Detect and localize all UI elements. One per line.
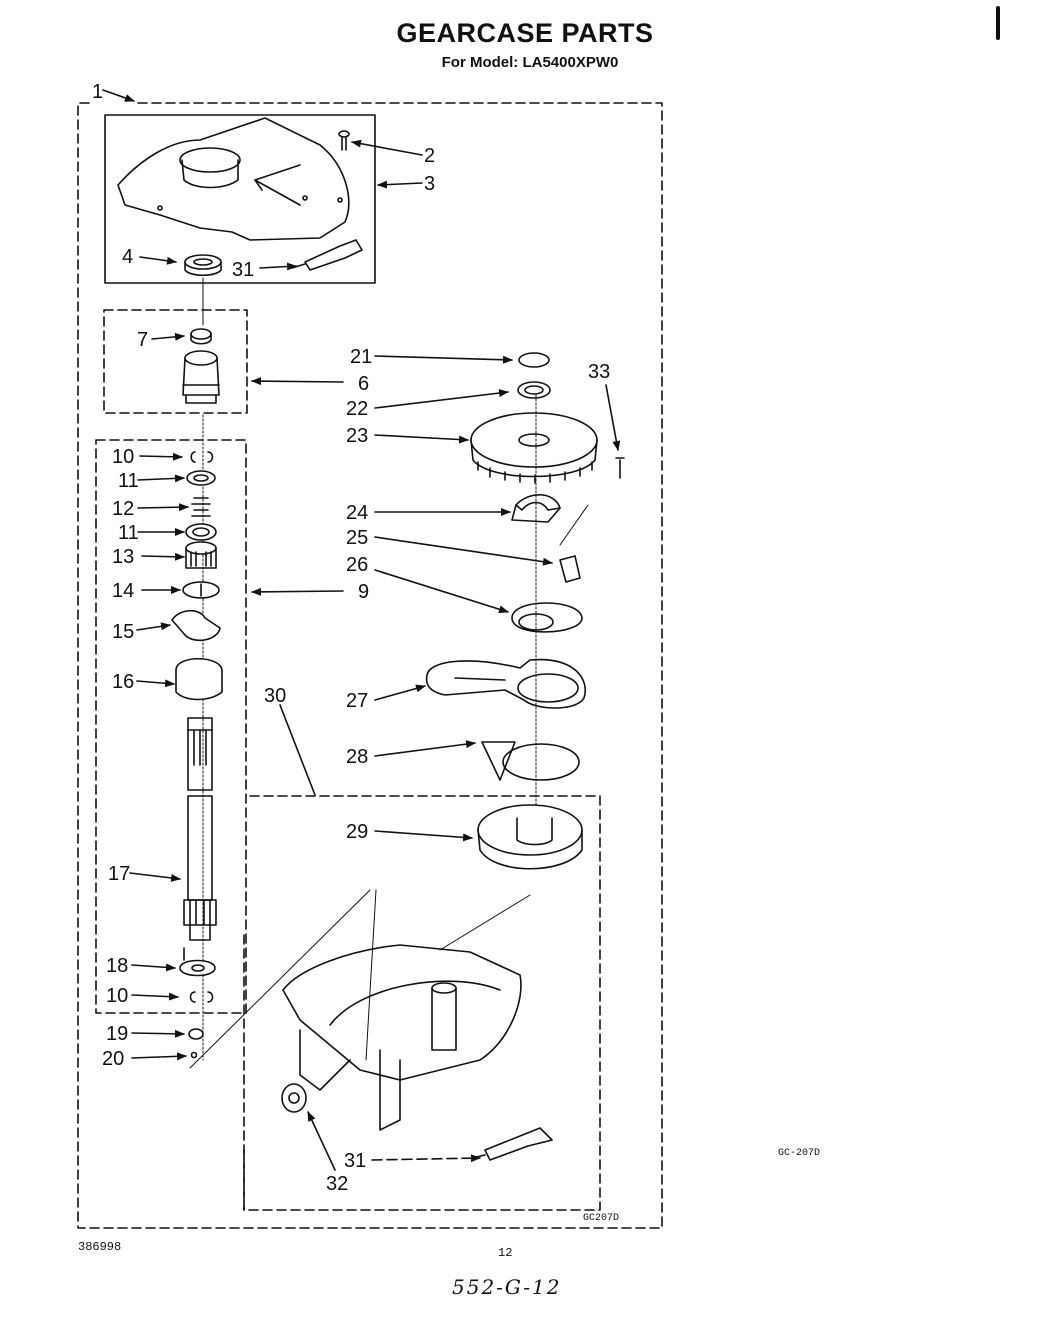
doc-number: 386998 xyxy=(78,1240,122,1254)
leader-line xyxy=(189,889,371,1069)
callout-11b: 11 xyxy=(118,522,139,544)
callout-24: 24 xyxy=(346,502,368,524)
callout-25: 25 xyxy=(346,527,368,549)
handwritten-note: 552-G-12 xyxy=(452,1275,562,1299)
callout-15: 15 xyxy=(112,621,134,643)
callout-4: 4 xyxy=(122,246,133,268)
callout-22: 22 xyxy=(346,398,368,420)
callout-14: 14 xyxy=(112,580,134,602)
drawing-code-inner: GC207D xyxy=(583,1213,619,1224)
callout-10a: 10 xyxy=(112,446,134,468)
callout-30: 30 xyxy=(264,685,286,707)
page-title: GEARCASE PARTS xyxy=(396,18,654,48)
group-30-box xyxy=(243,795,601,1211)
callout-27: 27 xyxy=(346,690,368,712)
callout-31b: 31 xyxy=(344,1150,366,1172)
grease-tube-part xyxy=(291,239,363,271)
callout-13: 13 xyxy=(112,546,134,568)
page-subtitle: For Model: LA5400XPW0 xyxy=(441,54,619,71)
callout-28: 28 xyxy=(346,746,368,768)
coupling-part xyxy=(182,328,220,404)
callout-16: 16 xyxy=(112,671,134,693)
callout-26: 26 xyxy=(346,554,368,576)
assembly-boundary xyxy=(77,102,663,1229)
callout-17: 17 xyxy=(108,863,130,885)
callout-20: 20 xyxy=(102,1048,124,1070)
callout-1-arrow xyxy=(102,89,135,102)
group-6-box xyxy=(103,309,248,414)
lower-gearcase-parts xyxy=(281,804,583,1161)
callout-33: 33 xyxy=(588,361,610,383)
callout-12: 12 xyxy=(112,498,134,520)
callout-3: 3 xyxy=(424,173,435,195)
callout-1: 1 xyxy=(92,81,103,103)
callout-labels: 1 2 3 4 31 7 6 21 22 23 33 10 11 12 11 1… xyxy=(92,81,820,1224)
shaft-stack-parts xyxy=(171,451,223,1059)
callout-32: 32 xyxy=(326,1173,348,1195)
callout-19: 19 xyxy=(106,1023,128,1045)
callout-9: 9 xyxy=(358,581,369,603)
gearcase-cover xyxy=(117,117,350,241)
callout-18: 18 xyxy=(106,955,128,977)
callout-31a: 31 xyxy=(232,259,254,281)
callout-7: 7 xyxy=(137,329,148,351)
drawing-code-outer: GC-207D xyxy=(778,1148,820,1159)
cover-box xyxy=(104,114,376,284)
callout-2: 2 xyxy=(424,145,435,167)
callout-23: 23 xyxy=(346,425,368,447)
callout-arrows xyxy=(129,139,621,1171)
bearing-part xyxy=(184,254,222,277)
callout-10b: 10 xyxy=(106,985,128,1007)
callout-21: 21 xyxy=(350,346,372,368)
screw-part xyxy=(338,130,350,151)
callout-29: 29 xyxy=(346,821,368,843)
page-number: 12 xyxy=(498,1246,513,1260)
right-stack-parts xyxy=(425,352,625,821)
callout-6: 6 xyxy=(358,373,369,395)
callout-11a: 11 xyxy=(118,470,139,492)
